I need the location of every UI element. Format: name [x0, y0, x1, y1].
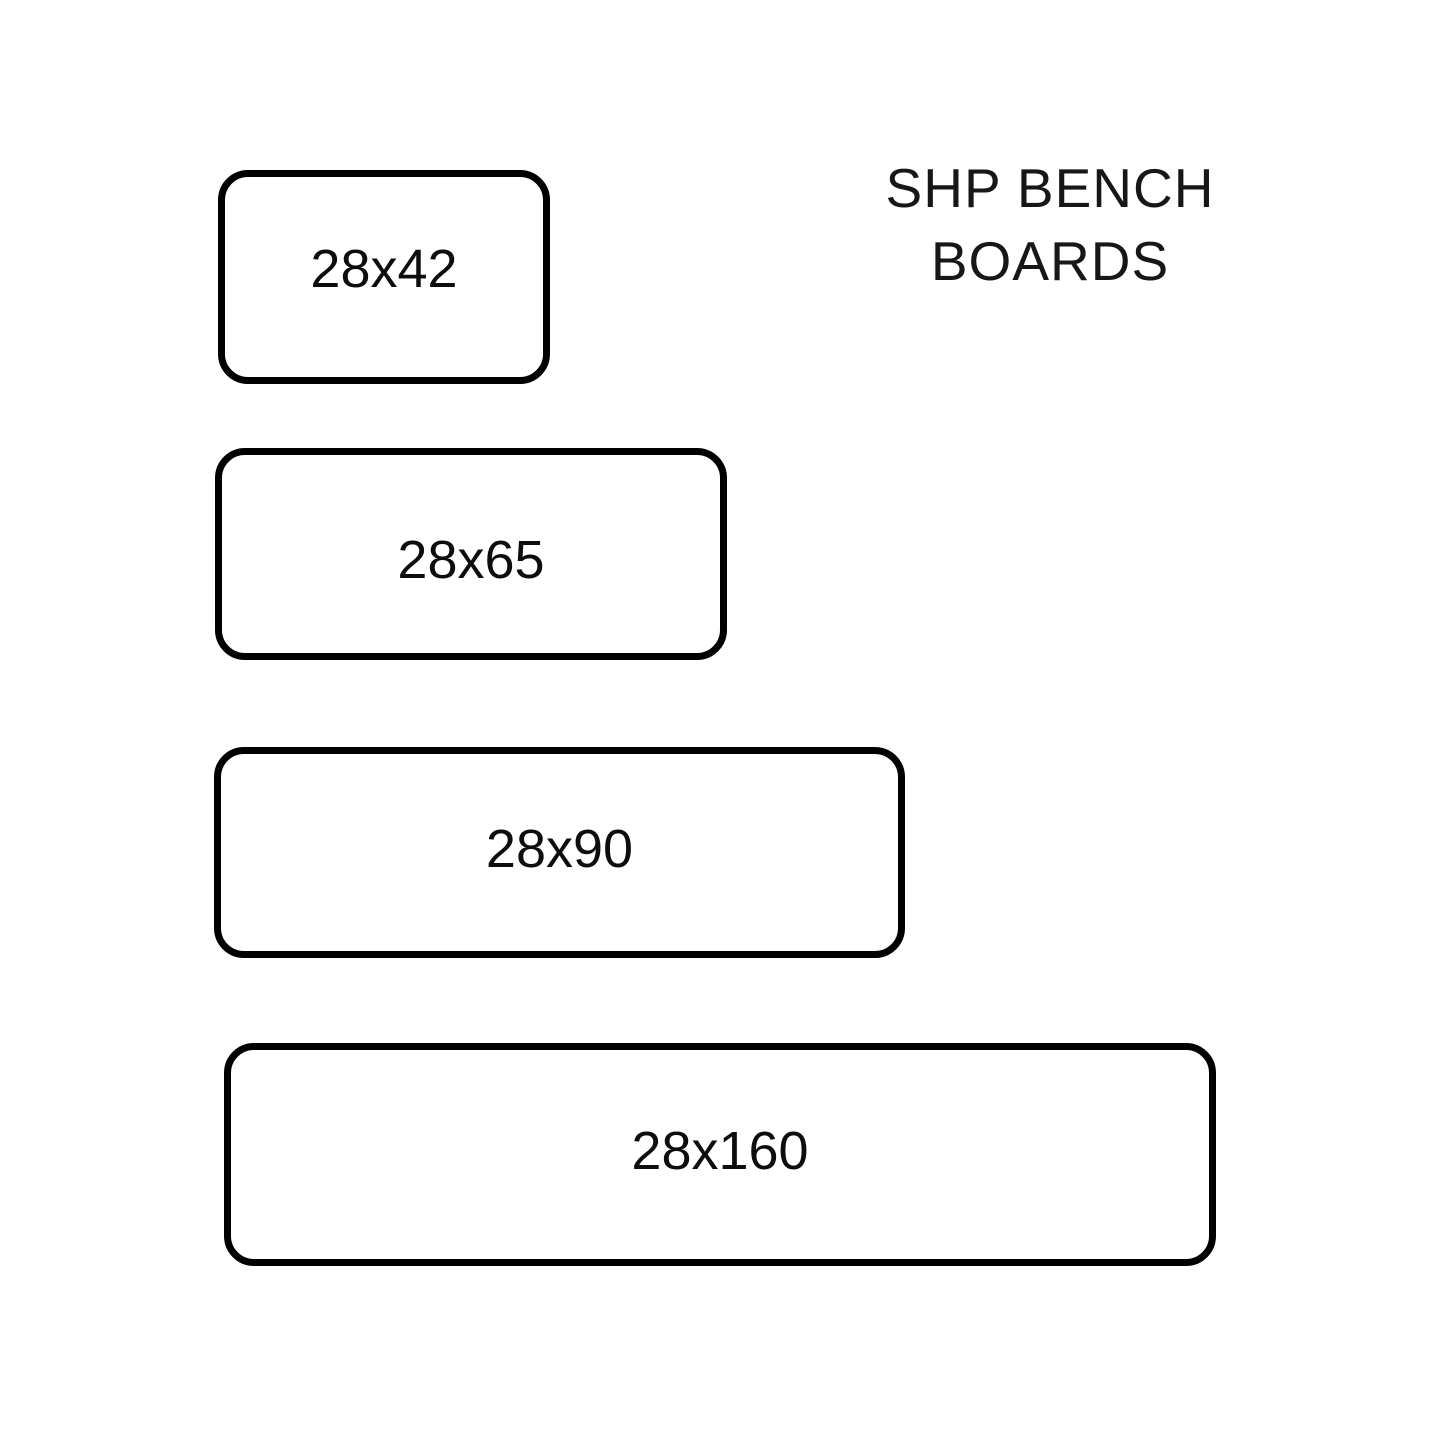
board-28x90-label: 28x90: [485, 818, 634, 879]
board-28x160-label: 28x160: [631, 1120, 809, 1181]
diagram-title-line2: BOARDS: [930, 230, 1170, 292]
board-28x90: 28x90: [214, 747, 905, 958]
board-28x65: 28x65: [215, 448, 727, 660]
diagram-title: SHP BENCH BOARDS: [840, 152, 1260, 298]
board-28x65-label: 28x65: [397, 530, 545, 590]
board-28x42: 28x42: [218, 170, 550, 384]
board-28x42-label: 28x42: [310, 239, 458, 299]
board-28x160: 28x160: [224, 1043, 1216, 1266]
diagram-title-line1: SHP BENCH: [885, 157, 1215, 219]
